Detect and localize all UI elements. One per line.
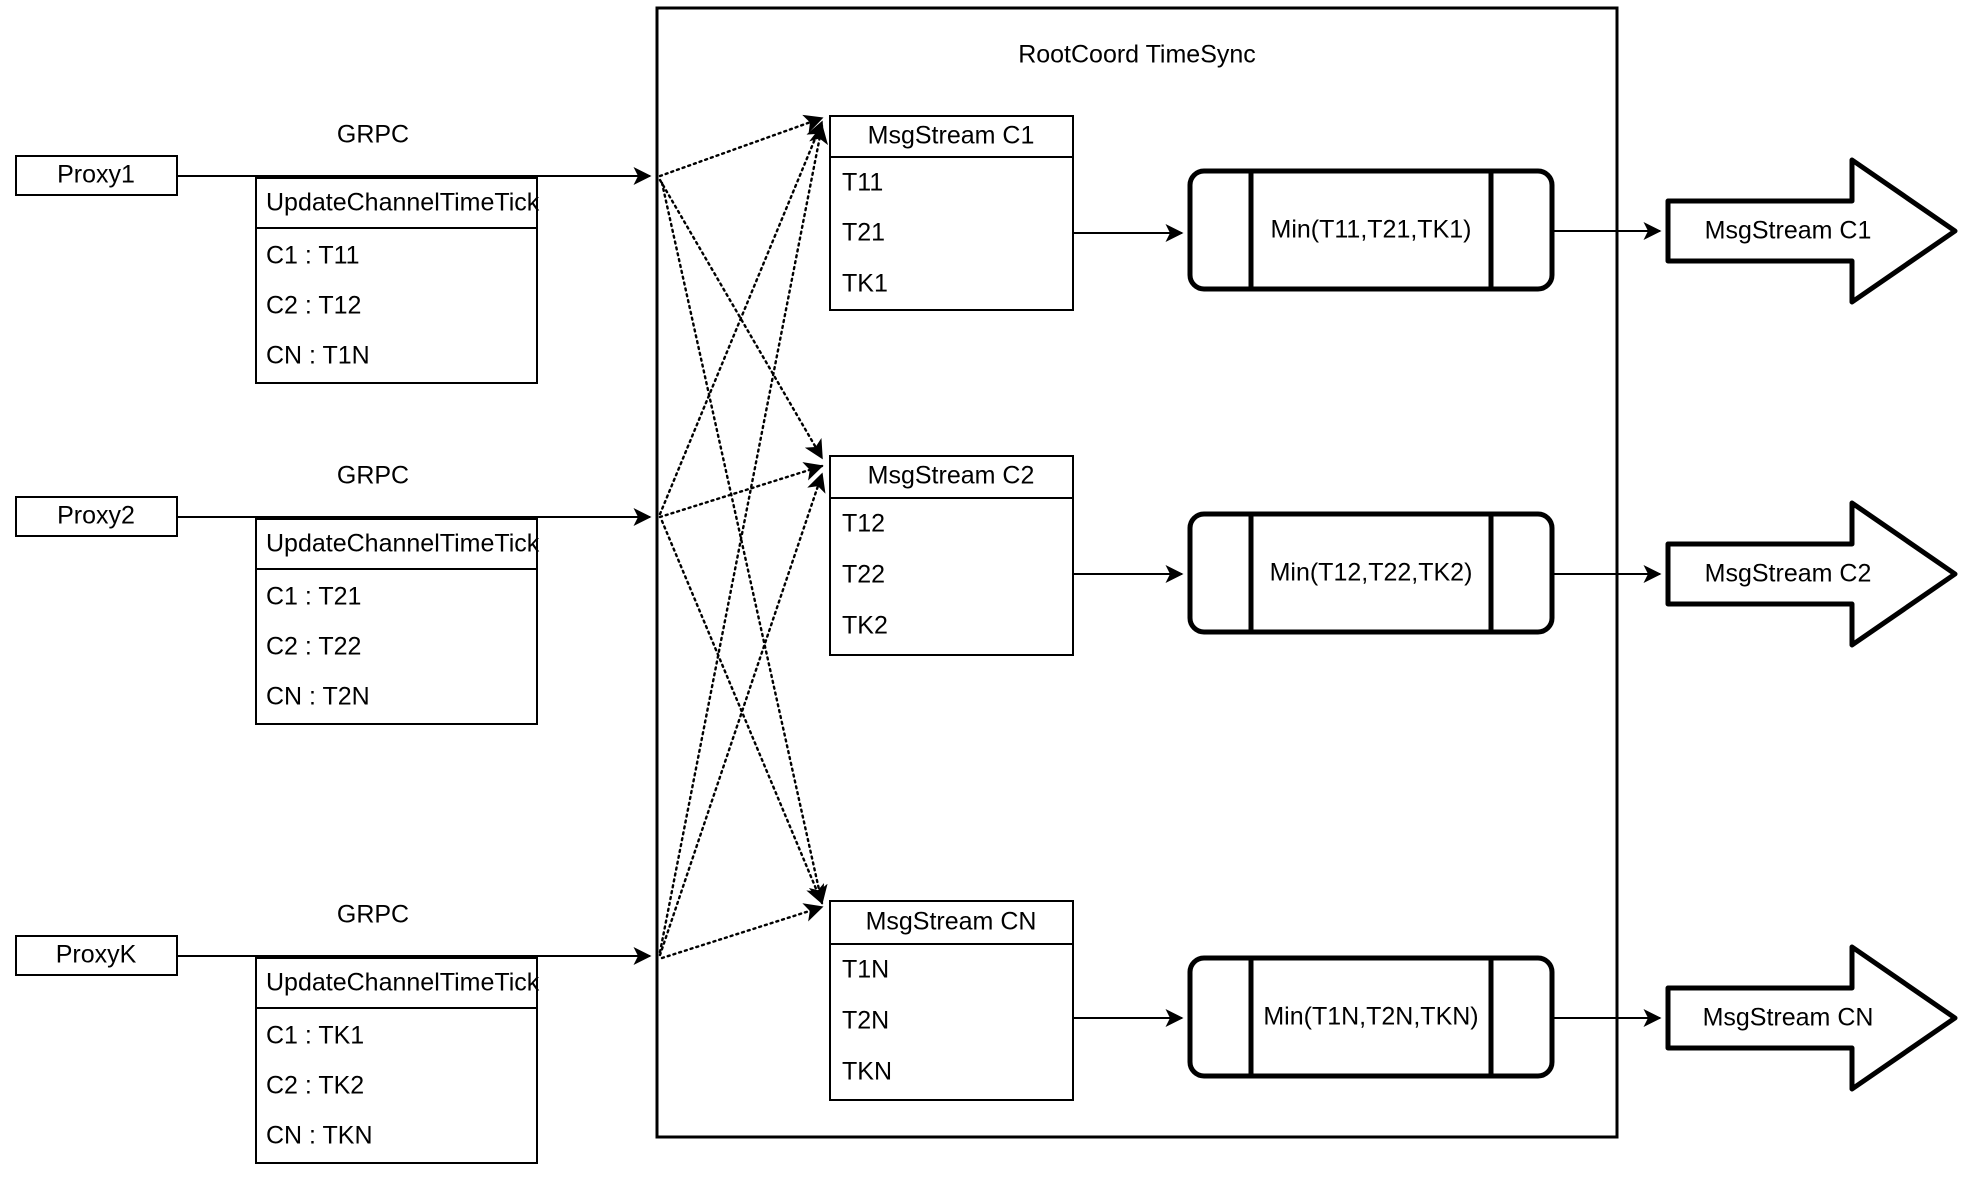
proxy-node-1[interactable]: Proxy1	[15, 155, 178, 196]
msgstream-tick: T21	[842, 219, 885, 247]
dispatch-routing-from-proxy-2	[658, 120, 825, 905]
proxy-node-3[interactable]: ProxyK	[15, 935, 178, 976]
table-row: C1 : TK1	[266, 1022, 364, 1050]
msgstream-tick: TKN	[842, 1058, 892, 1086]
proxy-label: Proxy2	[57, 502, 135, 530]
update-channel-timetick-table-2: UpdateChannelTimeTick C1 : T21 C2 : T22 …	[255, 518, 540, 725]
msgstream-tick: T12	[842, 510, 885, 538]
msgstream-title: MsgStream CN	[866, 908, 1037, 936]
msgstream-tick: TK2	[842, 612, 888, 640]
grpc-label: GRPC	[337, 462, 409, 490]
output-msgstream-arrow-3[interactable]: MsgStream CN	[1665, 944, 1958, 1092]
update-channel-timetick-table-1: UpdateChannelTimeTick C1 : T11 C2 : T12 …	[255, 177, 540, 384]
msgstream-table-1: MsgStream C1 T11 T21 TK1	[829, 115, 1074, 311]
min-process-node-1[interactable]: Min(T11,T21,TK1)	[1187, 168, 1555, 292]
table-row: C1 : T11	[266, 242, 360, 270]
msgstream-tick: T1N	[842, 956, 889, 984]
table-row: C2 : TK2	[266, 1072, 364, 1100]
table-row: C1 : T21	[266, 583, 361, 611]
min-label: Min(T11,T21,TK1)	[1271, 216, 1472, 244]
table-row: C2 : T22	[266, 633, 361, 661]
msgstream-tick: T22	[842, 561, 885, 589]
table-row: CN : T2N	[266, 683, 370, 711]
table-row: CN : T1N	[266, 342, 370, 370]
grpc-connector-1: GRPC	[177, 121, 652, 185]
output-label: MsgStream C2	[1705, 560, 1872, 588]
grpc-connector-3: GRPC	[177, 901, 652, 965]
msgstream-table-3: MsgStream CN T1N T2N TKN	[829, 900, 1074, 1101]
table-header: UpdateChannelTimeTick	[266, 969, 540, 997]
msgstream-tick: T11	[842, 169, 883, 197]
msgstream-table-2: MsgStream C2 T12 T22 TK2	[829, 455, 1074, 656]
table-header: UpdateChannelTimeTick	[266, 189, 540, 217]
msgstream-title: MsgStream C2	[868, 462, 1035, 490]
output-msgstream-arrow-1[interactable]: MsgStream C1	[1665, 157, 1958, 305]
grpc-label: GRPC	[337, 901, 409, 929]
proxy-label: Proxy1	[57, 161, 135, 189]
dispatch-routing-from-proxy-3	[658, 124, 829, 960]
rootcoord-timesync-container: RootCoord TimeSync	[655, 6, 1619, 1139]
container-title: RootCoord TimeSync	[1018, 41, 1256, 69]
msgstream-tick: T2N	[842, 1007, 889, 1035]
grpc-label: GRPC	[337, 121, 409, 149]
grpc-connector-2: GRPC	[177, 462, 652, 526]
output-msgstream-arrow-2[interactable]: MsgStream C2	[1665, 500, 1958, 648]
table-header: UpdateChannelTimeTick	[266, 530, 540, 558]
update-channel-timetick-table-3: UpdateChannelTimeTick C1 : TK1 C2 : TK2 …	[255, 957, 540, 1164]
proxy-label: ProxyK	[56, 941, 137, 969]
proxy-node-2[interactable]: Proxy2	[15, 496, 178, 537]
table-row: C2 : T12	[266, 292, 361, 320]
output-label: MsgStream C1	[1705, 217, 1872, 245]
msgstream-title: MsgStream C1	[868, 122, 1035, 150]
min-label: Min(T1N,T2N,TKN)	[1263, 1003, 1478, 1031]
min-process-node-2[interactable]: Min(T12,T22,TK2)	[1187, 511, 1555, 635]
table-row: CN : TKN	[266, 1122, 373, 1150]
output-label: MsgStream CN	[1703, 1004, 1874, 1032]
msgstream-tick: TK1	[842, 270, 888, 298]
min-process-node-3[interactable]: Min(T1N,T2N,TKN)	[1187, 955, 1555, 1079]
min-label: Min(T12,T22,TK2)	[1270, 559, 1473, 587]
